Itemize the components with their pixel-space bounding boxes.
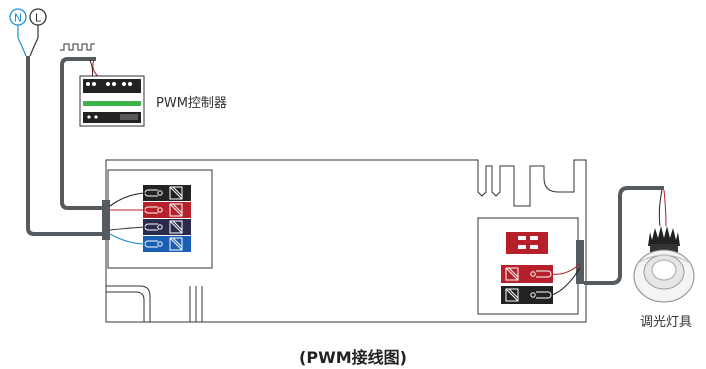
dip-switch: [506, 232, 548, 254]
live-lead: [29, 25, 39, 57]
input-terminal-block: [143, 185, 191, 252]
terminal-live: [143, 219, 191, 235]
pwm-signal-icon: [60, 43, 95, 51]
neutral-label: N: [14, 12, 22, 25]
controller-wire-red: [92, 59, 101, 79]
live-label: L: [35, 12, 42, 25]
controller-bottom-strip: [83, 112, 141, 123]
mains-cable: [26, 56, 106, 236]
wire-live: [109, 226, 147, 231]
pwm-controller: [79, 75, 145, 127]
terminal-output-positive: [501, 265, 553, 283]
output-wire-red: [551, 263, 581, 275]
led-driver: [105, 159, 587, 323]
input-cable-gland: [102, 200, 110, 240]
controller-terminal-strip: [83, 79, 141, 93]
output-cable-gland: [576, 240, 584, 284]
terminal-neutral: [143, 236, 191, 252]
controller-led-bar: [83, 101, 141, 106]
controller-label: PWM控制器: [156, 96, 227, 111]
terminal-pwm-black: [143, 185, 191, 201]
output-wire-black: [551, 267, 581, 296]
downlight-icon: [633, 226, 695, 303]
controller-wire-black: [89, 59, 94, 79]
wire-neutral: [109, 233, 147, 245]
lamp-cable: [584, 186, 664, 285]
controller-cable: [60, 57, 106, 210]
wire-pwm-black: [109, 192, 147, 207]
mains-input: N L: [9, 8, 47, 57]
terminal-pwm-red: [143, 202, 191, 218]
lamp-wire-black: [658, 189, 663, 227]
diagram-caption: (PWM接线图): [299, 348, 407, 367]
lamp-wire-red: [663, 189, 667, 227]
neutral-lead: [17, 25, 27, 57]
terminal-output-negative: [501, 286, 553, 304]
lamp-label: 调光灯具: [640, 315, 693, 330]
output-terminal-block: [501, 265, 553, 304]
